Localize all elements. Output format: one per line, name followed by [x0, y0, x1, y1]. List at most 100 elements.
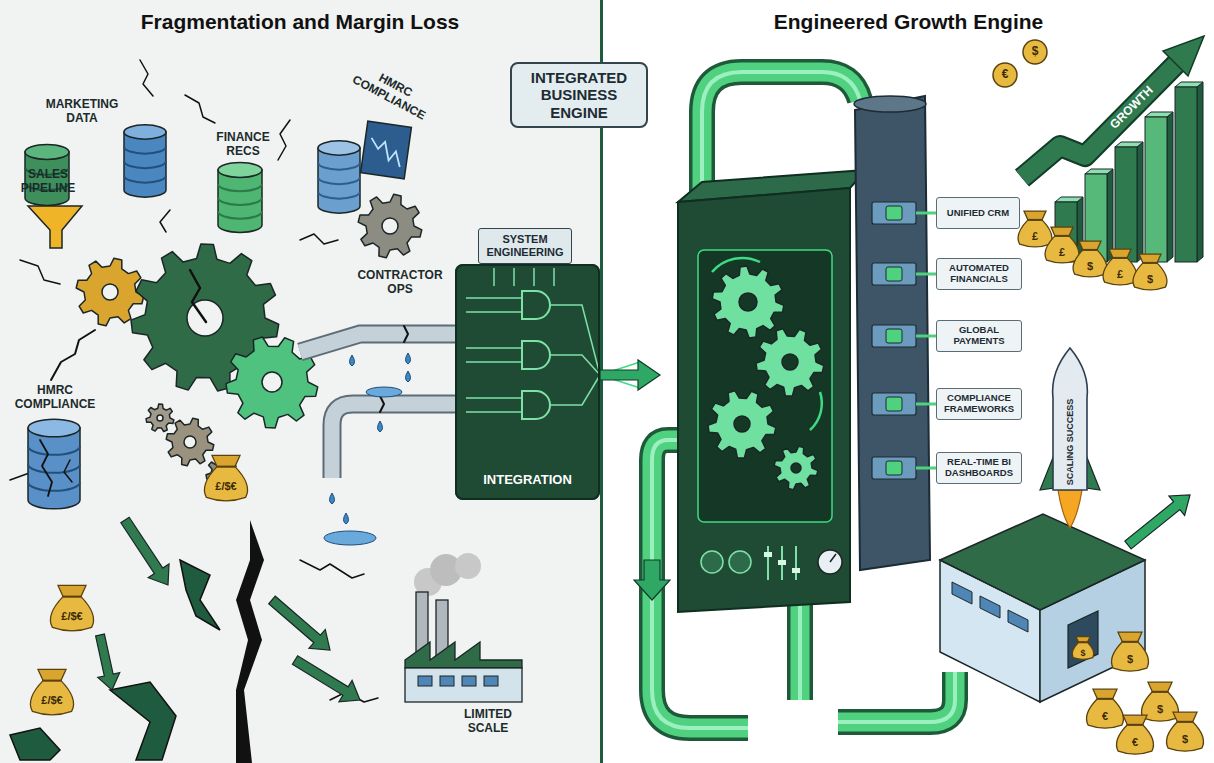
circuit-line: [553, 268, 555, 286]
gear-body: [774, 446, 818, 490]
bag-body: [204, 467, 247, 501]
slider: [767, 546, 769, 580]
crack-line: [185, 95, 215, 123]
fissure: [110, 682, 176, 760]
flow-arrow: [634, 560, 670, 600]
rocket-flame: [1058, 490, 1082, 528]
callout-label: LIMITED SCALE: [452, 708, 524, 736]
belt-link: [916, 273, 936, 276]
gear-hole: [187, 300, 223, 336]
callout-label: MARKETING DATA: [42, 98, 122, 126]
database-band: [218, 211, 262, 218]
feature-box: UNIFIED CRM: [936, 197, 1020, 229]
bag-body: [50, 597, 93, 631]
gauge: [818, 550, 842, 574]
bag-body: [1086, 699, 1123, 728]
gear-hole: [782, 354, 798, 370]
callout-label: CONTRACTOR OPS: [352, 269, 448, 297]
building-window: [1008, 610, 1028, 632]
box-text: COMPLIANCE FRAMEWORKS: [940, 393, 1018, 415]
crack-line: [404, 326, 408, 342]
bar: [1145, 117, 1167, 262]
circuit-line: [493, 268, 495, 286]
dial: [701, 551, 723, 573]
database-band: [124, 147, 166, 154]
gear-body: [76, 258, 144, 326]
gear-hole: [739, 293, 757, 311]
callout-label: €: [997, 68, 1013, 82]
crack-line: [40, 440, 52, 496]
bag-tie: [42, 680, 61, 682]
building-door: [1068, 611, 1098, 668]
circuit-line: [466, 398, 522, 412]
bag-tie: [1083, 249, 1098, 251]
bag-neck: [1173, 712, 1197, 722]
pipe: [838, 672, 955, 722]
feature-box: AUTOMATED FINANCIALS: [936, 258, 1022, 290]
crack-line: [190, 270, 206, 322]
belt-item-icon: [886, 267, 902, 281]
callout-label: $: [1152, 703, 1168, 716]
bag-body: [1018, 220, 1052, 247]
leaking-pipe: [300, 334, 455, 352]
money-bag: [1086, 689, 1123, 728]
bar: [1115, 147, 1137, 262]
process-box: INTEGRATED BUSINESS ENGINE: [510, 62, 648, 128]
database-top: [318, 141, 360, 155]
bag-neck: [38, 669, 66, 680]
growth-arrow-head: [1163, 36, 1204, 76]
flow-arrow: [96, 634, 120, 690]
callout-label: £/$€: [52, 610, 92, 623]
database-cylinder: [318, 141, 360, 213]
circuit-line: [533, 268, 535, 286]
money-bag: [1045, 227, 1079, 263]
gear-body: [708, 391, 776, 458]
bag-neck: [1024, 211, 1046, 220]
callout-label: SALES PIPELINE: [12, 168, 84, 196]
growth-arrow: [1022, 60, 1180, 178]
bag-body: [1111, 642, 1148, 671]
bag-neck: [1109, 249, 1131, 258]
factory-window: [462, 676, 476, 686]
building-window: [952, 582, 972, 604]
callout-label: $: [1076, 648, 1090, 658]
database-body: [218, 170, 262, 232]
flow-arrow: [600, 360, 660, 390]
circuit-line: [550, 305, 600, 375]
building-roof: [940, 514, 1145, 610]
gear: [358, 194, 422, 258]
callout-label: £: [1054, 246, 1070, 259]
circuit-line: [550, 355, 600, 375]
machine-screen: [698, 250, 832, 522]
database-band: [318, 163, 360, 170]
database-band: [28, 482, 80, 491]
bag-tie: [1122, 641, 1138, 643]
belt-link: [916, 335, 936, 338]
leaking-pipe: [332, 404, 455, 478]
database-band: [218, 198, 262, 205]
heading-text: Engineered Growth Engine: [774, 10, 1044, 34]
leaking-pipe: [332, 404, 455, 478]
database-top: [218, 163, 262, 178]
water-drop: [344, 513, 349, 524]
callout-label: $: [1142, 273, 1158, 286]
flow-arrow: [1125, 495, 1190, 549]
circuit-line: [466, 298, 522, 312]
bag-tie: [1152, 691, 1168, 693]
belt-item-icon: [886, 397, 902, 411]
tag-box: SYSTEM ENGINEERING: [478, 228, 572, 264]
feature-box: REAL-TIME BI DASHBOARDS: [936, 452, 1022, 484]
slider-knob: [792, 568, 800, 573]
gear-hole: [791, 463, 801, 473]
bag-neck: [1051, 227, 1073, 236]
gear: [146, 404, 174, 431]
pipe-outline: [787, 604, 813, 700]
gear-hole: [262, 372, 282, 392]
belt-link: [916, 467, 936, 470]
feature-box: COMPLIANCE FRAMEWORKS: [936, 388, 1022, 420]
database-cylinder: [124, 125, 166, 197]
gear: [708, 391, 776, 458]
database-band: [28, 446, 80, 455]
bag-body: [1045, 236, 1079, 263]
crack-line: [300, 234, 338, 244]
